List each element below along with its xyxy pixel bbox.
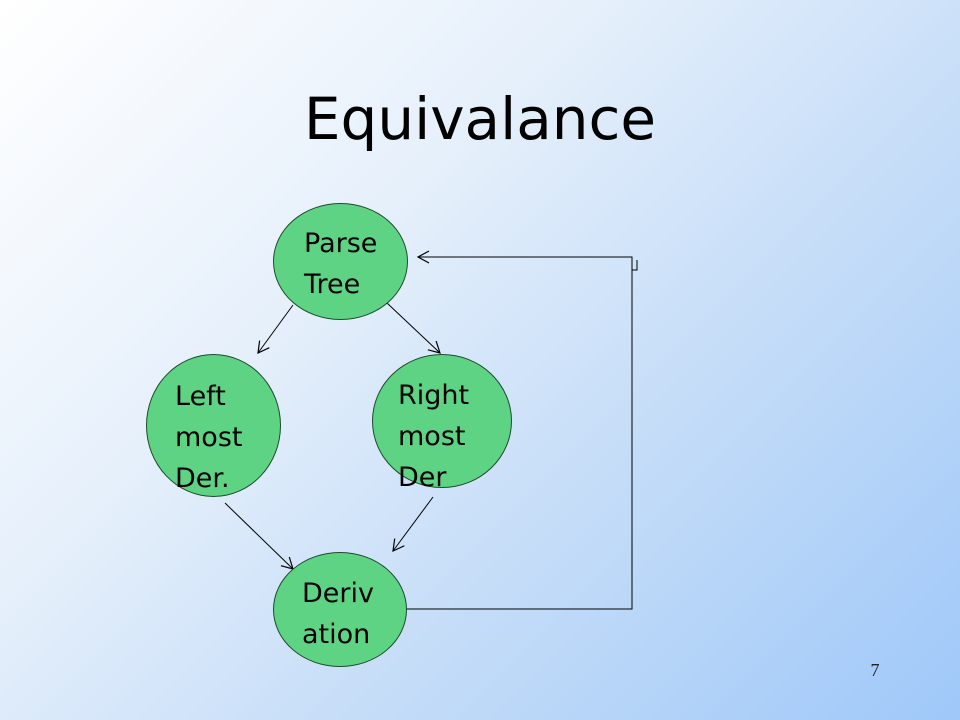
leftmost-derivation-label: Left most Der.: [175, 381, 243, 494]
slide-title: Equivalance: [303, 85, 657, 153]
edge-stub: [632, 260, 638, 271]
edge-leftmost-to-derivation: [224, 502, 294, 570]
derivation-node: [273, 552, 407, 667]
edge-parse-tree-to-leftmost: [257, 304, 294, 355]
edge-derivation-to-parse-tree: [405, 250, 633, 610]
derivation-label: Deriv ation: [302, 578, 374, 650]
rightmost-derivation-label: Right most Der: [398, 380, 470, 493]
page-number: 7: [870, 660, 880, 680]
parse-tree-node: [273, 203, 408, 320]
rightmost-derivation-node: [372, 354, 512, 488]
parse-tree-label: Parse Tree: [304, 228, 378, 300]
edge-parse-tree-to-rightmost: [386, 302, 441, 354]
leftmost-derivation-node: [146, 354, 281, 497]
edge-rightmost-to-derivation: [392, 496, 434, 553]
